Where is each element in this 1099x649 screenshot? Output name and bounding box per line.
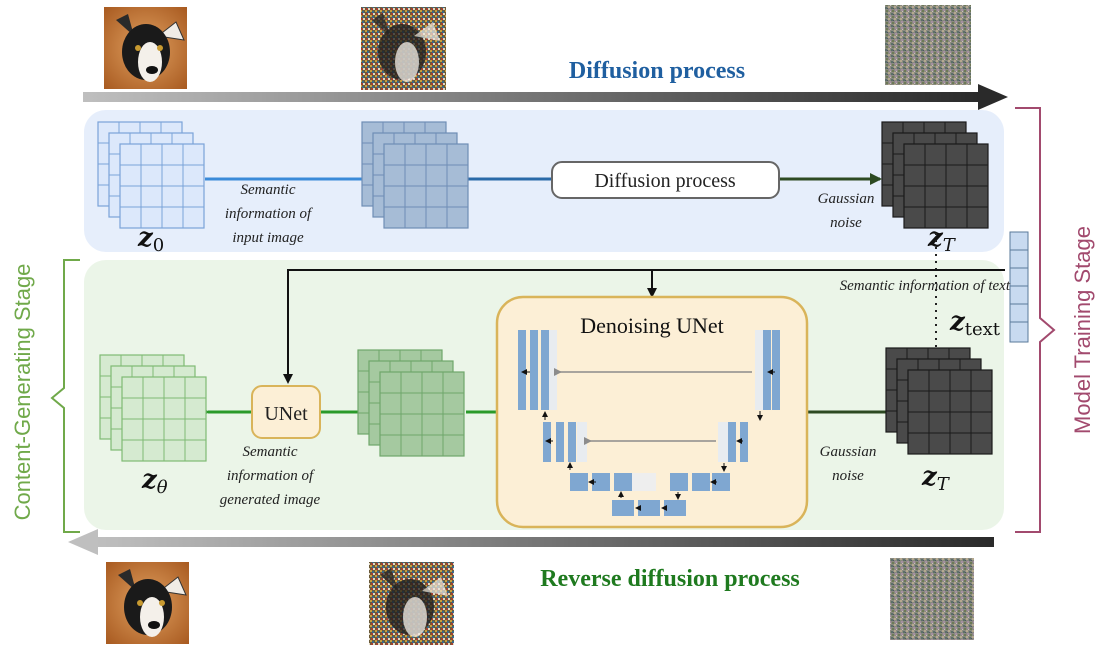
text-conditioning-path bbox=[283, 269, 1005, 384]
dog-image-top-noisy bbox=[361, 7, 446, 90]
semantic-generated-line-1: Semantic bbox=[243, 444, 298, 460]
text-embedding-column bbox=[1009, 231, 1029, 343]
zT-bottom-grid-stack bbox=[885, 347, 993, 455]
gaussian-noise-bottom-text: Gaussian noise bbox=[820, 444, 877, 484]
ztheta-label: zθ bbox=[141, 465, 168, 498]
diffusion-process-title: Diffusion process bbox=[569, 58, 745, 84]
semantic-generated-line-3: generated image bbox=[220, 492, 321, 508]
zT-top-label: zT bbox=[927, 223, 957, 256]
semantic-generated-text: Semantic information of generated image bbox=[220, 444, 321, 508]
noise-image-top bbox=[885, 5, 971, 85]
semantic-input-line-1: Semantic bbox=[241, 182, 296, 198]
content-generating-stage-label: Content-Generating Stage bbox=[10, 264, 35, 521]
noise-image-bottom bbox=[890, 558, 974, 640]
model-training-bracket bbox=[1015, 107, 1056, 533]
ztext-label: ztext bbox=[949, 307, 1001, 340]
semantic-text-label: Semantic information of text bbox=[840, 278, 1011, 294]
z0-grid-stack bbox=[97, 121, 205, 229]
mid-top-grid-stack bbox=[361, 121, 469, 229]
gaussian-bottom-line-2: noise bbox=[832, 468, 864, 484]
dog-image-top-clean bbox=[104, 7, 187, 89]
diffusion-process-box: Diffusion process bbox=[551, 161, 780, 199]
dog-image-bottom-noisy bbox=[369, 562, 454, 645]
model-training-stage-label: Model Training Stage bbox=[1070, 226, 1095, 434]
gaussian-bottom-line-1: Gaussian bbox=[820, 444, 877, 460]
latent-grid-stacks bbox=[97, 121, 993, 462]
gaussian-top-line-1: Gaussian bbox=[818, 191, 875, 207]
zT-bottom-label: zT bbox=[921, 462, 951, 495]
top-band bbox=[84, 110, 1004, 252]
semantic-input-text: Semantic information of input image bbox=[225, 182, 313, 246]
content-generating-bracket bbox=[50, 259, 80, 533]
z0-label: z0 bbox=[137, 223, 164, 256]
dog-image-bottom-clean bbox=[106, 562, 189, 644]
diffusion-arrow bbox=[83, 84, 1008, 110]
gaussian-noise-top-text: Gaussian noise bbox=[818, 191, 875, 231]
denoising-unet-title: Denoising UNet bbox=[580, 313, 724, 338]
gaussian-top-line-2: noise bbox=[830, 215, 862, 231]
semantic-input-line-2: information of bbox=[225, 206, 313, 222]
reverse-diffusion-title: Reverse diffusion process bbox=[540, 566, 800, 592]
semantic-input-line-3: input image bbox=[232, 230, 304, 246]
diffusion-process-box-label: Diffusion process bbox=[594, 170, 735, 192]
reverse-diffusion-arrow bbox=[68, 529, 994, 555]
ztheta-grid-stack bbox=[99, 354, 207, 462]
unet-box-label: UNet bbox=[264, 403, 308, 425]
zT-top-grid-stack bbox=[881, 121, 989, 229]
semantic-generated-line-2: information of bbox=[227, 468, 315, 484]
mid-bottom-grid-stack bbox=[357, 349, 465, 457]
denoising-unet-box: Denoising UNet bbox=[495, 295, 809, 529]
unet-box: UNet bbox=[251, 385, 321, 439]
